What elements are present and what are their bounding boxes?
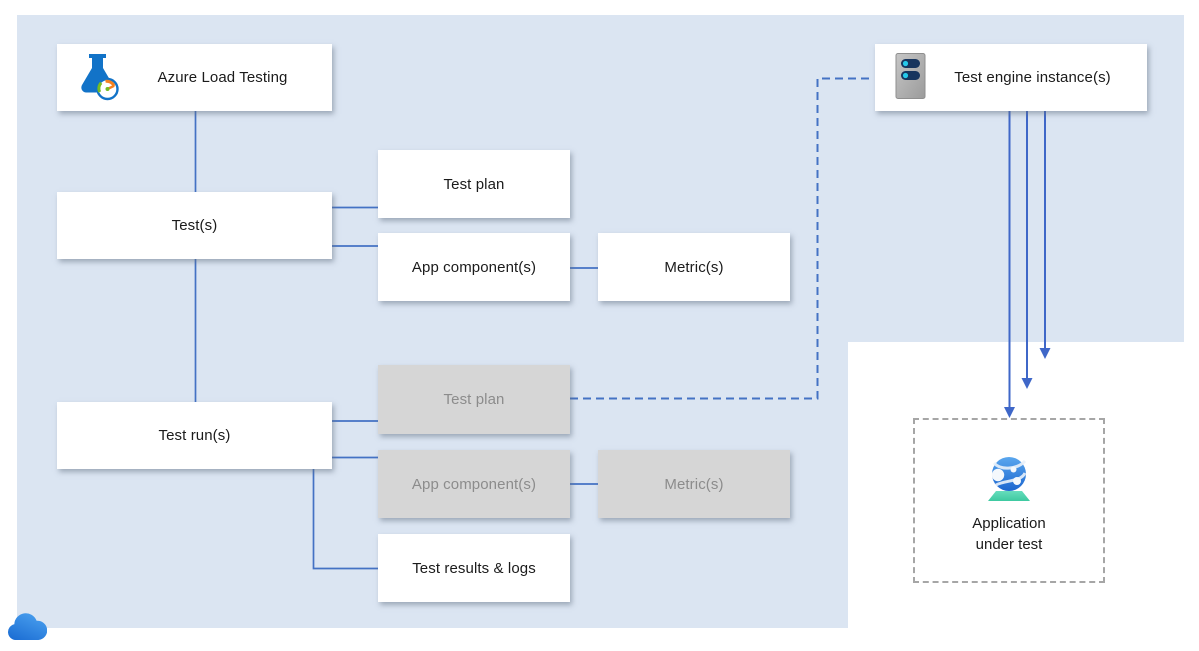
server-icon <box>895 52 926 104</box>
application-under-test-node: Application under test <box>913 418 1105 583</box>
test-runs-node: Test run(s) <box>57 402 332 469</box>
connector-testplan-to-engine-dashed <box>570 77 874 400</box>
tests-label: Test(s) <box>171 217 218 234</box>
metrics-label: Metric(s) <box>664 258 724 276</box>
web-app-globe-icon <box>980 447 1038 507</box>
arrowhead-1 <box>1004 407 1015 418</box>
app-components-node: App component(s) <box>378 233 570 301</box>
app-components-label: App component(s) <box>411 258 537 276</box>
test-plan-label: Test plan <box>443 175 505 193</box>
metrics-node: Metric(s) <box>598 233 790 301</box>
arrowhead-2 <box>1021 378 1033 389</box>
connector-testruns-to-results <box>312 469 378 570</box>
test-plan-run-label: Test plan <box>443 391 505 408</box>
metrics-run-label: Metric(s) <box>664 475 724 493</box>
test-engine-label: Test engine instance(s) <box>954 69 1111 86</box>
test-plan-run-node: Test plan <box>378 365 570 434</box>
azure-load-testing-label: Azure Load Testing <box>157 69 288 86</box>
test-results-node: Test results & logs <box>378 534 570 602</box>
test-plan-node: Test plan <box>378 150 570 218</box>
metrics-run-node: Metric(s) <box>598 450 790 518</box>
azure-load-testing-node: Azure Load Testing <box>57 44 332 111</box>
azure-cloud-icon <box>7 610 48 642</box>
arrowhead-3 <box>1039 348 1051 359</box>
test-results-label: Test results & logs <box>412 559 536 577</box>
test-engine-node: Test engine instance(s) <box>875 44 1147 111</box>
test-runs-label: Test run(s) <box>158 427 231 444</box>
app-components-run-label: App component(s) <box>411 475 537 493</box>
application-under-test-label: Application under test <box>972 514 1046 553</box>
tests-node: Test(s) <box>57 192 332 259</box>
app-components-run-node: App component(s) <box>378 450 570 518</box>
load-testing-flask-icon <box>77 51 121 105</box>
